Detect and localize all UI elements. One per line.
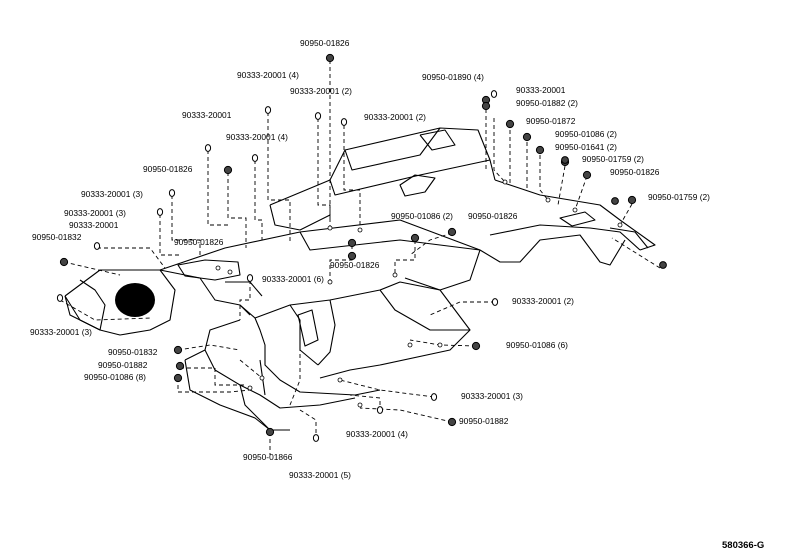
part-label: 90333-20001 (516, 85, 566, 95)
part-label: 90950-01882 (2) (516, 98, 578, 108)
part-label: 90333-20001 (3) (461, 391, 523, 401)
clip-icon (156, 208, 164, 216)
part-label: 90333-20001 (182, 110, 232, 120)
part-label: 90333-20001 (3) (81, 189, 143, 199)
hole-plug-icon (347, 251, 357, 261)
part-label: 90950-01866 (243, 452, 293, 462)
part-labels: 90950-01826 90333-20001 (4) 90333-20001 (2… (30, 38, 710, 480)
clip-icon (312, 434, 320, 442)
hole-plug-icon (173, 345, 183, 355)
part-label: 90333-20001 (3) (64, 208, 126, 218)
hole-plug-icon (659, 261, 667, 269)
part-label: 90950-01826 (330, 260, 380, 270)
part-label: 90333-20001 (2) (512, 296, 574, 306)
hole-plug-icon (561, 156, 569, 164)
part-label: 90333-20001 (4) (237, 70, 299, 80)
clip-icon (56, 294, 64, 302)
hole-plug-icon (582, 170, 592, 180)
part-label: 90950-01826 (610, 167, 660, 177)
hole-plug-icon (175, 361, 185, 371)
figure-code: 580366-G (722, 540, 764, 551)
clip-icon (168, 189, 176, 197)
part-label: 90950-01086 (6) (506, 340, 568, 350)
part-label: 90333-20001 (3) (30, 327, 92, 337)
hole-plug-icon (535, 145, 545, 155)
hole-plug-icon (447, 227, 457, 237)
part-label: 90333-20001 (2) (364, 112, 426, 122)
part-label: 90333-20001 (4) (346, 429, 408, 439)
clip-icon (340, 118, 348, 126)
part-label: 90950-01872 (526, 116, 576, 126)
part-label: 90333-20001 (69, 220, 119, 230)
clip-icon (314, 112, 322, 120)
hole-plug-icon (265, 427, 275, 437)
hole-plug-icon (447, 417, 457, 427)
hole-plug-icon (481, 101, 491, 111)
clip-icon (264, 106, 272, 114)
part-label: 90950-01826 (174, 237, 224, 247)
part-label: 90333-20001 (6) (262, 274, 324, 284)
part-label: 90950-01086 (2) (555, 129, 617, 139)
hole-plug-icon (410, 233, 420, 243)
clip-icon (251, 154, 259, 162)
part-label: 90950-01759 (2) (648, 192, 710, 202)
part-label: 90950-01832 (108, 347, 158, 357)
part-label: 90950-01882 (98, 360, 148, 370)
part-label: 90950-01890 (4) (422, 72, 484, 82)
mounting-holes (215, 179, 623, 408)
part-label: 90950-01882 (459, 416, 509, 426)
part-label: 90950-01759 (2) (582, 154, 644, 164)
hole-plug-icon (611, 197, 619, 205)
hole-plug-icon (471, 341, 481, 351)
hole-plug-icon (522, 132, 532, 142)
hole-plug-icon (223, 165, 233, 175)
clip-icon (376, 406, 384, 414)
hole-plug-icon (505, 119, 515, 129)
clip-icon (246, 274, 254, 282)
clip-icon (430, 393, 438, 401)
clip-icon (491, 298, 499, 306)
hole-plug-icon (325, 53, 335, 63)
part-label: 90950-01641 (2) (555, 142, 617, 152)
clip-icon (204, 144, 212, 152)
part-label: 90333-20001 (5) (289, 470, 351, 480)
part-label: 90950-01086 (8) (84, 372, 146, 382)
part-markers (56, 53, 667, 442)
part-label: 90333-20001 (4) (226, 132, 288, 142)
part-label: 90950-01826 (468, 211, 518, 221)
part-label: 90950-01826 (143, 164, 193, 174)
part-label: 90950-01826 (300, 38, 350, 48)
hole-plug-icon (173, 373, 183, 383)
hole-plug-icon (347, 238, 357, 248)
clip-icon (490, 90, 498, 98)
clip-icon (93, 242, 101, 250)
hole-plug-icon (59, 257, 69, 267)
part-label: 90950-01832 (32, 232, 82, 242)
part-label: 90333-20001 (2) (290, 86, 352, 96)
part-label: 90950-01086 (2) (391, 211, 453, 221)
hole-plug-icon (627, 195, 637, 205)
